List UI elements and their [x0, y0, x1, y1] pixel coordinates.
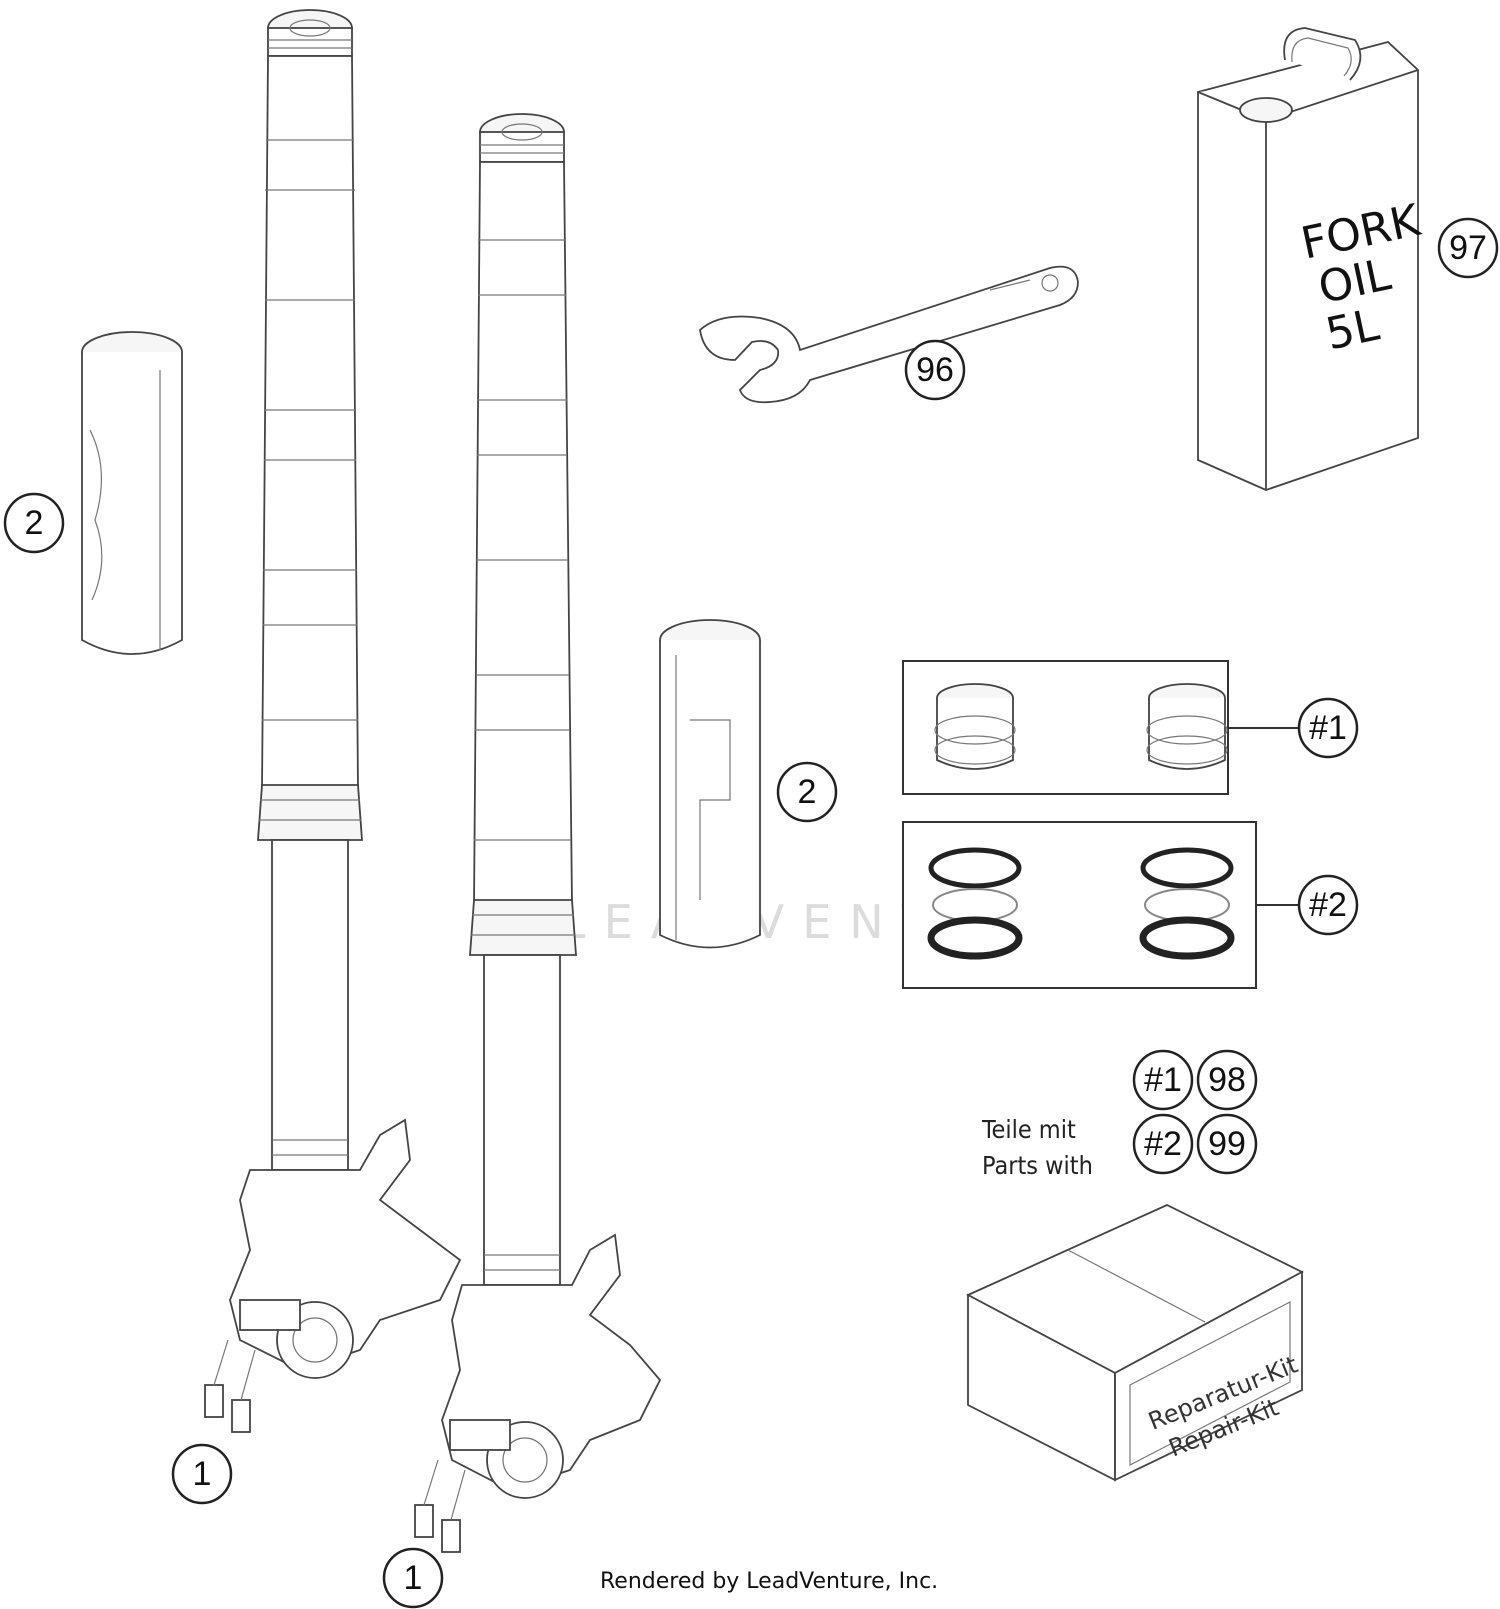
kit2-panel [902, 821, 1257, 989]
callout-protector-left: 2 [3, 492, 65, 554]
svg-text:96: 96 [916, 351, 954, 389]
callout-protector-right: 2 [776, 761, 838, 823]
svg-text:#1: #1 [1144, 1061, 1182, 1099]
legend-callout-99: 99 [1196, 1113, 1258, 1175]
parts-note-line1: Teile mit [981, 1115, 1076, 1144]
svg-text:98: 98 [1208, 1061, 1246, 1099]
footer-credit: Rendered by LeadVenture, Inc. [600, 1569, 938, 1594]
svg-text:1: 1 [404, 1559, 423, 1597]
kit1-bushing-left [934, 683, 1016, 770]
svg-text:1: 1 [193, 1455, 212, 1493]
kit1-bushing-right [1146, 683, 1228, 770]
svg-text:2: 2 [25, 504, 44, 542]
kit2-seals-left [927, 847, 1023, 960]
callout-wrench: 96 [904, 339, 966, 401]
svg-text:97: 97 [1449, 229, 1487, 267]
parts-note-line2: Parts with [982, 1151, 1093, 1180]
callout-kit2: #2 [1297, 874, 1359, 936]
callout-kit1: #1 [1297, 697, 1359, 759]
svg-text:#2: #2 [1309, 886, 1347, 924]
legend-callout-98: 98 [1196, 1049, 1258, 1111]
fork-oil-can: FORK OIL 5L [1197, 27, 1425, 491]
callout-oil-can: 97 [1437, 217, 1499, 279]
fork-leg-right [414, 113, 662, 1553]
oil-can-label-line3: 5L [1321, 299, 1383, 360]
svg-text:2: 2 [798, 773, 817, 811]
legend-callout-kit1: #1 [1132, 1049, 1194, 1111]
kit1-panel [902, 660, 1229, 795]
fork-protector-left [81, 331, 183, 655]
repair-kit-box: Reparatur-Kit Repair-Kit [965, 1204, 1304, 1482]
svg-text:#2: #2 [1144, 1125, 1182, 1163]
fork-wrench [699, 265, 1079, 404]
fork-protector-right [659, 619, 761, 949]
svg-text:99: 99 [1208, 1125, 1246, 1163]
callout-bolt-left: 1 [171, 1443, 233, 1505]
fork-leg-left [204, 9, 462, 1433]
legend-callout-kit2: #2 [1132, 1113, 1194, 1175]
svg-text:#1: #1 [1309, 709, 1347, 747]
kit2-seals-right [1139, 847, 1235, 960]
callout-bolt-right: 1 [382, 1547, 444, 1609]
